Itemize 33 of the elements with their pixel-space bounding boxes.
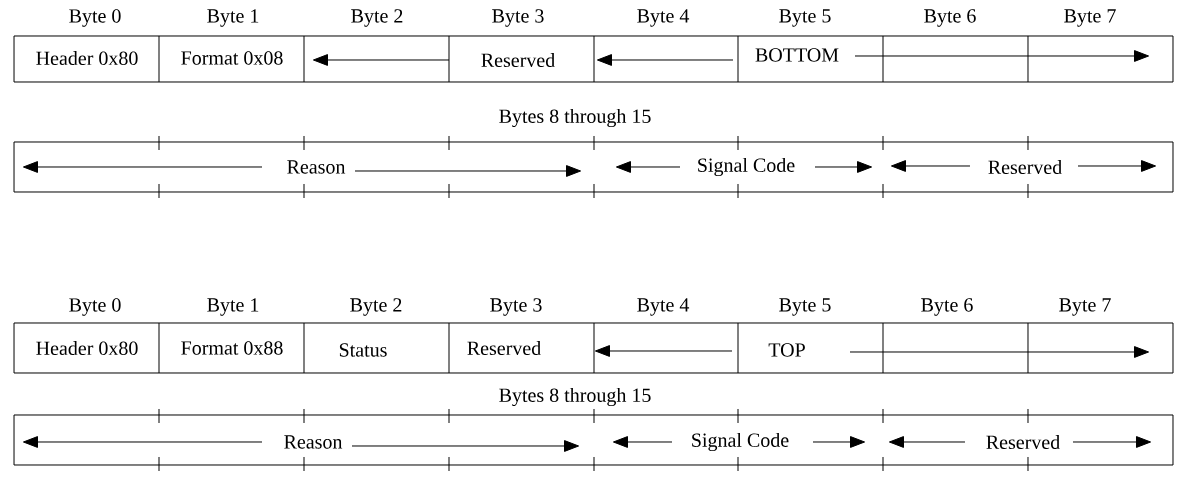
field-label: Header 0x80 — [36, 340, 138, 355]
field-label: Reserved — [481, 52, 555, 68]
byte-label: Bytes 8 through 15 — [499, 108, 651, 128]
field-label: Format 0x88 — [181, 341, 283, 355]
byte-label: Byte 1 — [207, 9, 259, 27]
field-label: Reserved — [467, 340, 541, 355]
field-label: Signal Code — [692, 432, 789, 452]
byte-label: Byte 3 — [492, 9, 544, 27]
field-label: Header 0x80 — [36, 50, 138, 66]
field-label: BOTTOM — [755, 48, 839, 62]
byte-label: Byte 5 — [779, 9, 831, 27]
byte-label: Byte 0 — [69, 9, 121, 27]
byte-label: Byte 5 — [779, 298, 831, 316]
byte-label: Bytes 8 through 15 — [499, 387, 651, 407]
byte-label: Byte 4 — [637, 9, 690, 27]
field-label: TOP — [768, 343, 805, 357]
byte-label: Byte 3 — [490, 298, 542, 316]
byte-label: Byte 4 — [637, 298, 690, 316]
field-label: Reason — [284, 435, 343, 449]
byte-label: Byte 7 — [1064, 9, 1116, 27]
byte-label: Byte 2 — [351, 9, 403, 27]
field-label: Format 0x08 — [181, 51, 283, 65]
byte-label: Byte 1 — [207, 298, 259, 316]
byte-label: Byte 7 — [1059, 298, 1111, 316]
byte-label: Byte 6 — [921, 298, 973, 316]
field-label: Signal Code — [698, 157, 795, 177]
field-label: Reserved — [986, 434, 1060, 449]
field-label: Reserved — [988, 159, 1062, 174]
byte-label: Byte 2 — [350, 298, 402, 316]
byte-label: Byte 6 — [924, 9, 976, 27]
byte-label: Byte 0 — [69, 298, 121, 316]
field-label: Reason — [287, 160, 346, 174]
field-label: Status — [339, 343, 387, 357]
